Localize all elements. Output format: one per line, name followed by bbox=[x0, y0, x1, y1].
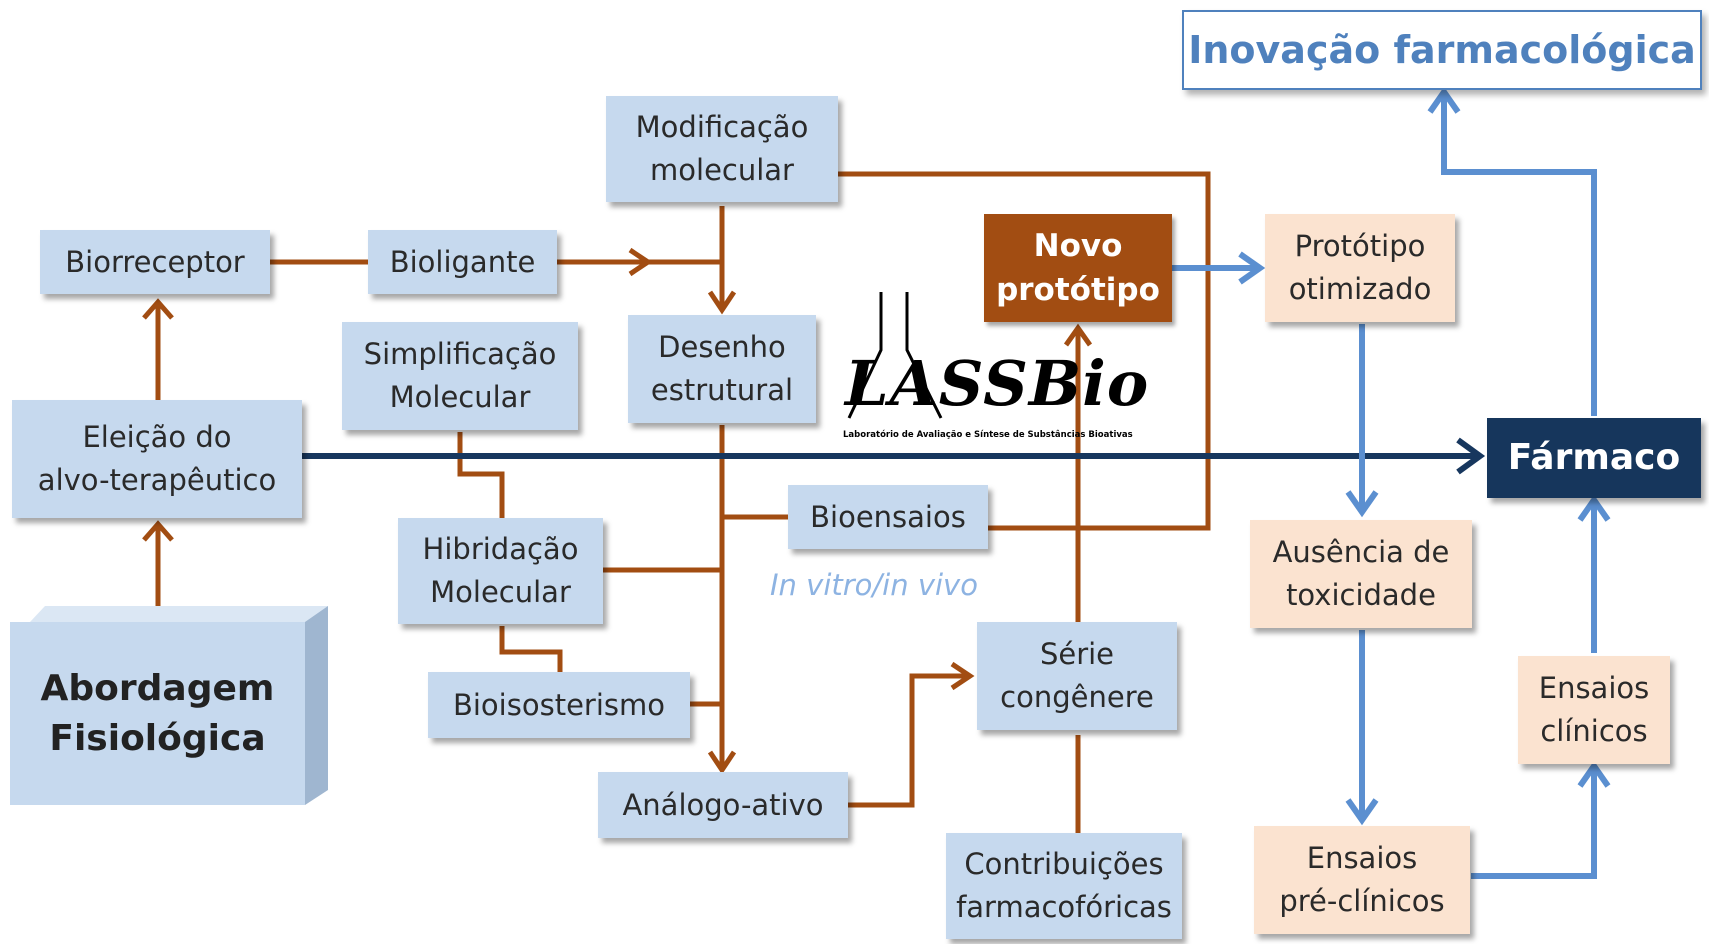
page-title: Inovação farmacológica bbox=[1188, 28, 1696, 72]
desenho-line-2: estrutural bbox=[650, 373, 794, 407]
novo-prototipo-box: Novo protótipo bbox=[984, 214, 1172, 322]
arrow-farmaco-to-inovacao bbox=[1441, 96, 1597, 416]
blue-connectors bbox=[1172, 86, 1611, 879]
arrowhead-farmaco bbox=[1456, 437, 1486, 475]
modificacao-line-2: molecular bbox=[650, 153, 794, 187]
simplificacao-line-1: Simplificação bbox=[363, 337, 557, 371]
farmaco-box: Fármaco bbox=[1487, 418, 1701, 498]
line-hibridacao-bioisosterismo bbox=[499, 626, 563, 672]
modificacao-box: Modificação molecular bbox=[606, 96, 838, 202]
analogo-box: Análogo-ativo bbox=[598, 772, 848, 838]
ensaios-clinicos-box: Ensaios clínicos bbox=[1518, 656, 1670, 764]
arrowhead-desenho bbox=[707, 290, 737, 315]
eleicao-box: Eleição do alvo-terapêutico bbox=[12, 400, 302, 518]
arrowhead-ausencia bbox=[1345, 490, 1379, 518]
desenho-box: Desenho estrutural bbox=[628, 315, 816, 423]
hibridacao-line-2: Molecular bbox=[430, 575, 571, 609]
line-simplificacao-hibridacao bbox=[457, 432, 505, 518]
modificacao-line-1: Modificação bbox=[635, 110, 809, 144]
arrow-analogo-to-serie bbox=[848, 673, 970, 808]
hibridacao-box: Hibridação Molecular bbox=[398, 518, 603, 624]
novo-line-2: protótipo bbox=[996, 272, 1160, 308]
abordagem-fisiologica-block: Abordagem Fisiológica bbox=[10, 622, 305, 805]
preclinicos-line-1: Ensaios bbox=[1306, 841, 1418, 875]
abordagem-line-1: Abordagem bbox=[40, 667, 275, 709]
farmaco-label: Fármaco bbox=[1507, 437, 1681, 478]
navy-connector bbox=[302, 437, 1486, 475]
biorreceptor-label: Biorreceptor bbox=[65, 244, 245, 279]
biorreceptor-box: Biorreceptor bbox=[40, 230, 270, 294]
novo-line-1: Novo bbox=[1033, 228, 1123, 264]
bioligante-box: Bioligante bbox=[368, 230, 557, 294]
arrowhead-novo bbox=[1063, 323, 1093, 347]
eleicao-line-1: Eleição do bbox=[82, 420, 232, 454]
eleicao-line-2: alvo-terapêutico bbox=[37, 463, 277, 497]
preclinicos-line-2: pré-clínicos bbox=[1279, 884, 1445, 918]
contribuicoes-box: Contribuições farmacofóricas bbox=[946, 833, 1182, 939]
bioisosterismo-label: Bioisosterismo bbox=[452, 687, 665, 722]
abordagem-block-3d bbox=[30, 606, 328, 805]
ensaios-preclinicos-box: Ensaios pré-clínicos bbox=[1254, 826, 1470, 934]
arrowhead-inovacao bbox=[1427, 86, 1461, 114]
abordagem-line-2: Fisiológica bbox=[49, 717, 266, 759]
bioisosterismo-box: Bioisosterismo bbox=[428, 672, 690, 738]
lassbio-logo-subtitle: Laboratório de Avaliação e Síntese de Su… bbox=[843, 430, 1133, 440]
ausencia-toxicidade-box: Ausência de toxicidade bbox=[1250, 520, 1472, 628]
contribuicoes-line-1: Contribuições bbox=[964, 847, 1164, 881]
arrowhead-bioligante bbox=[628, 247, 653, 277]
contribuicoes-line-2: farmacofóricas bbox=[956, 890, 1172, 924]
simplificacao-box: Simplificação Molecular bbox=[342, 322, 578, 430]
bioligante-label: Bioligante bbox=[389, 244, 536, 279]
arrowhead-serie bbox=[950, 661, 975, 691]
arrowhead-prototipo bbox=[1238, 251, 1266, 285]
arrowhead-farmaco-up bbox=[1577, 494, 1611, 522]
inovacao-farmacologica-box: Inovação farmacológica bbox=[1182, 10, 1702, 90]
serie-line-1: Série bbox=[1039, 637, 1115, 671]
lassbio-flask-icon bbox=[847, 292, 943, 419]
arrowhead-biorreceptor bbox=[142, 298, 174, 320]
loop-modificacao-bioensaios bbox=[838, 171, 1211, 531]
brown-connectors bbox=[142, 171, 1211, 833]
simplificacao-line-2: Molecular bbox=[389, 380, 531, 414]
lassbio-logo-wordmark: LASSBio bbox=[845, 347, 1150, 420]
prototipo-line-1: Protótipo bbox=[1294, 229, 1426, 263]
clinicos-line-1: Ensaios bbox=[1538, 671, 1650, 705]
arrowhead-analogo bbox=[707, 750, 737, 775]
bioensaios-label: Bioensaios bbox=[810, 499, 966, 534]
prototipo-otimizado-box: Protótipo otimizado bbox=[1265, 214, 1455, 322]
clinicos-line-2: clínicos bbox=[1540, 714, 1648, 748]
analogo-label: Análogo-ativo bbox=[622, 787, 824, 822]
hibridacao-line-1: Hibridação bbox=[422, 532, 579, 566]
prototipo-line-2: otimizado bbox=[1288, 272, 1432, 306]
in-vitro-label: In vitro/in vivo bbox=[770, 568, 978, 602]
desenho-line-1: Desenho bbox=[658, 330, 786, 364]
serie-line-2: congênere bbox=[1000, 680, 1154, 714]
arrowhead-clinicos bbox=[1577, 760, 1611, 788]
arrowhead-eleicao bbox=[142, 520, 174, 542]
ausencia-line-2: toxicidade bbox=[1286, 578, 1436, 612]
bioensaios-box: Bioensaios bbox=[788, 485, 988, 549]
ausencia-line-1: Ausência de bbox=[1272, 535, 1450, 569]
arrowhead-preclinicos bbox=[1345, 798, 1379, 826]
serie-box: Série congênere bbox=[977, 622, 1177, 730]
arrow-preclinicos-to-clinicos bbox=[1471, 770, 1597, 879]
